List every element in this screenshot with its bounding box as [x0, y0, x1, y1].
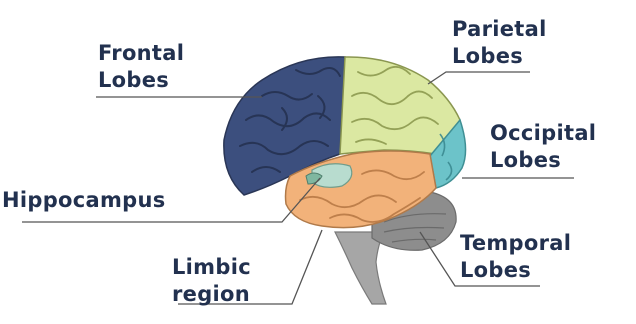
occipital-lobes-label: Occipital Lobes	[490, 120, 596, 174]
parietal-leader-line	[428, 72, 530, 84]
limbic-region-label: Limbic region	[172, 254, 251, 308]
frontal-lobes-label: Frontal Lobes	[98, 40, 184, 94]
parietal-lobes-label: Parietal Lobes	[452, 16, 547, 70]
brainstem	[335, 232, 386, 304]
temporal-lobes-label: Temporal Lobes	[460, 230, 571, 284]
hippocampus-label: Hippocampus	[2, 187, 166, 214]
